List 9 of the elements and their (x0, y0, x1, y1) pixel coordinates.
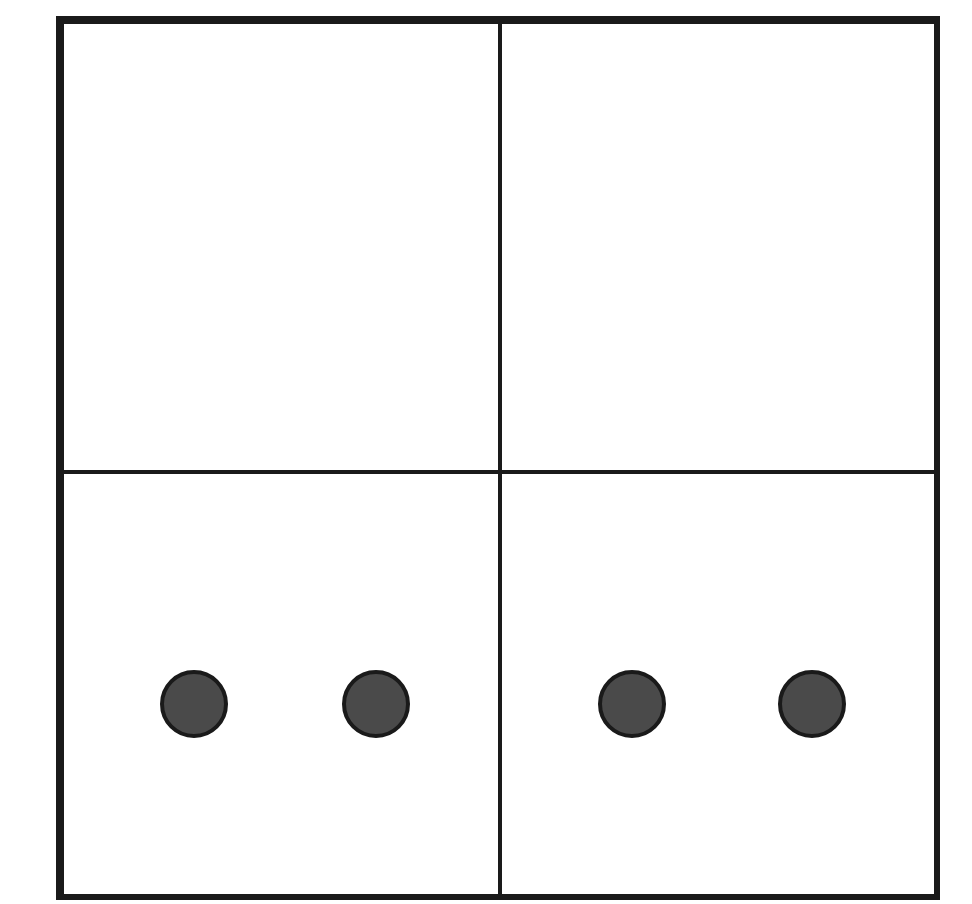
quadrant-panel (62, 22, 500, 472)
dot (342, 670, 410, 738)
dot (598, 670, 666, 738)
dot (160, 670, 228, 738)
dot (778, 670, 846, 738)
quadrant-panel (500, 472, 938, 898)
quadrant-panel (500, 22, 938, 472)
quadrant-panel (62, 472, 500, 898)
square-panel (56, 16, 940, 900)
